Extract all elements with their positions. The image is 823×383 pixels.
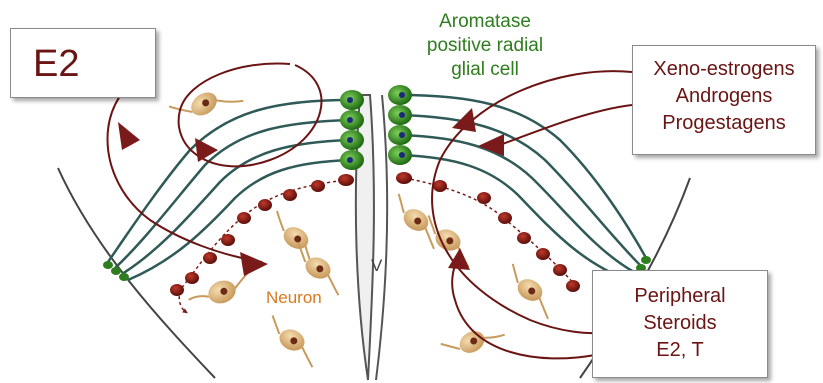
glial-label-line-1: Aromatase [390,10,580,34]
e2-mid-arrowhead [118,122,140,150]
neuron-label: Neuron [266,288,322,308]
xeno-line-3: Progestagens [633,110,815,137]
peripheral-steroids-box: Peripheral Steroids E2, T [592,270,768,378]
ventricle-wall-right [376,95,387,380]
glial-label-line-2: positive radial [390,34,580,58]
glial-cell-label: Aromatase positive radial glial cell [390,10,580,82]
peripheral-line-3: E2, T [593,337,767,364]
xeno-line-1: Xeno-estrogens [633,56,815,83]
ventricle-label: V [371,256,382,276]
e2-box: E2 [10,28,156,98]
peripheral-line-2: Steroids [593,310,767,337]
glial-label-line-3: glial cell [390,58,580,82]
xeno-inner-arrow [500,105,632,145]
glial-cell-bodies [340,85,412,170]
xeno-line-2: Androgens [633,83,815,110]
right-migrating-cells [396,172,580,292]
e2-end-arrowhead [240,252,268,276]
xeno-box: Xeno-estrogens Androgens Progestagens [632,45,816,155]
peripheral-line-1: Peripheral [593,283,767,310]
e2-loop-arrowhead [195,138,218,162]
